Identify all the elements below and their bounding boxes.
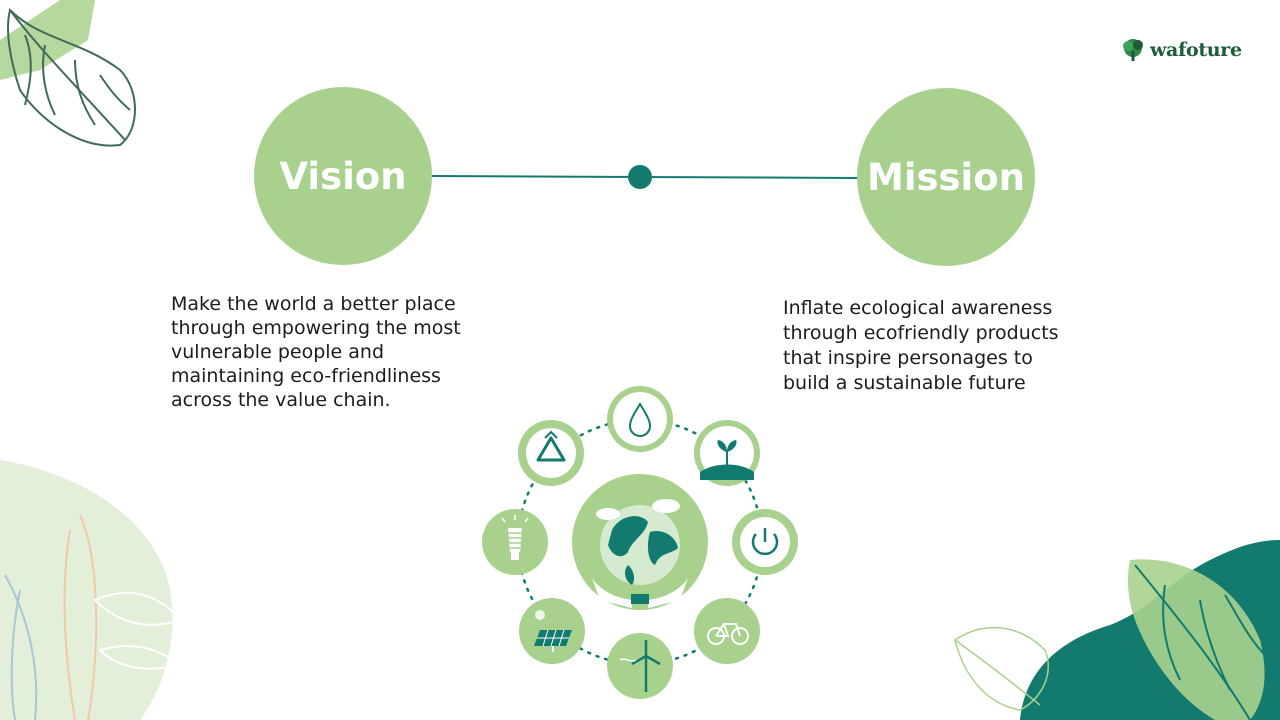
vision-circle: Vision [254,87,432,265]
mission-line: that inspire personages to [783,347,1033,369]
mission-line: through ecofriendly products [783,322,1059,344]
brand-logo: wafoture [1120,34,1250,66]
vision-line: vulnerable people and [171,341,385,363]
water-drop-icon [607,386,673,452]
connector-dot [628,165,652,189]
vision-line: Make the world a better place [171,293,456,315]
bicycle-icon [694,598,760,664]
vision-line: across the value chain. [171,389,391,411]
vision-line: through empowering the most [171,317,461,339]
recycle-icon [518,420,584,486]
mission-title: Mission [867,155,1025,199]
monstera-leaf-top-left [0,0,136,147]
solar-panel-icon [519,598,585,664]
tree-icon [1123,39,1143,61]
leaf-decor-bottom-right [954,540,1280,720]
vision-line: maintaining eco-friendliness [171,365,441,387]
mission-line: Inflate ecological awareness [783,297,1053,319]
vision-title: Vision [279,154,407,198]
sprout-icon [694,420,760,486]
mission-statement: Inflate ecological awareness through eco… [783,296,1059,396]
leaf-decor-bottom-left [0,460,183,720]
brand-name: wafoture [1150,39,1242,61]
wind-turbine-icon [607,633,673,699]
power-icon [732,509,798,575]
lightbulb-icon [482,509,548,575]
eco-cycle-diagram [482,386,798,699]
vision-statement: Make the world a better place through em… [171,292,461,412]
mission-line: build a sustainable future [783,372,1026,394]
globe-in-hands-icon [572,474,708,610]
mission-circle: Mission [857,88,1035,266]
